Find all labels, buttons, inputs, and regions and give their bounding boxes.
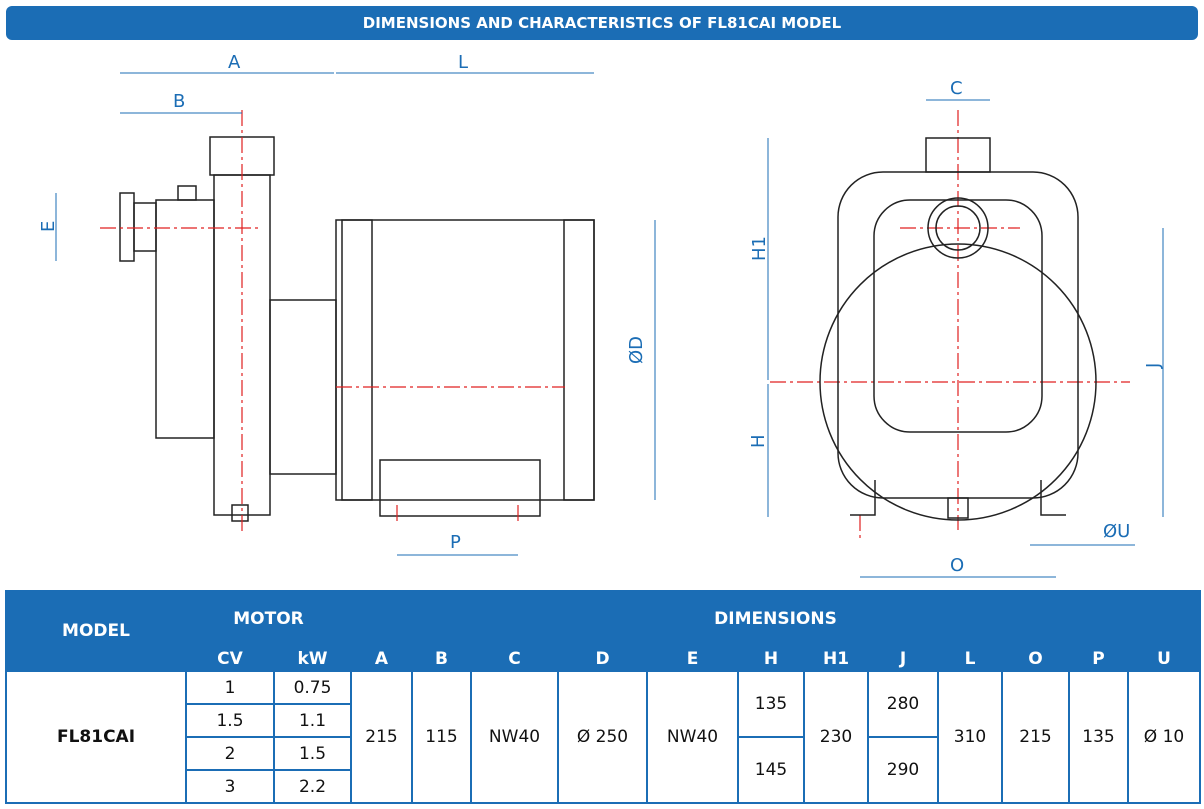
j-cell: 290 bbox=[867, 736, 940, 804]
label-l: L bbox=[458, 52, 468, 73]
header-motor: MOTOR bbox=[184, 590, 353, 648]
b-cell: 115 bbox=[411, 670, 473, 804]
col-j: J bbox=[867, 646, 940, 672]
col-h: H bbox=[737, 646, 806, 672]
dimension-lines bbox=[55, 72, 1164, 578]
table-row: 2 1.5 145 290 bbox=[6, 736, 1200, 804]
label-j: J bbox=[1143, 363, 1164, 369]
model-cell: FL81CAI bbox=[5, 670, 187, 804]
label-u: ØU bbox=[1103, 521, 1130, 542]
kw-cell: 0.75 bbox=[272, 670, 353, 705]
cv-cell: 3 bbox=[185, 769, 275, 804]
e-cell: NW40 bbox=[646, 670, 740, 804]
kw-cell: 2.2 bbox=[272, 769, 353, 804]
label-a: A bbox=[228, 52, 241, 73]
label-h: H bbox=[748, 434, 769, 448]
col-c: C bbox=[470, 646, 560, 672]
col-a: A bbox=[350, 646, 414, 672]
side-view bbox=[119, 136, 595, 522]
c-cell: NW40 bbox=[470, 670, 560, 804]
col-cv: CV bbox=[185, 646, 275, 672]
j-cell: 280 bbox=[867, 670, 940, 738]
dimensions-table: MODEL MOTOR DIMENSIONS CV kW A B C D E H… bbox=[5, 590, 1202, 804]
table-row: 3 2.2 bbox=[6, 769, 1200, 804]
kw-cell: 1.1 bbox=[272, 703, 353, 738]
label-e: E bbox=[38, 221, 59, 232]
o-cell: 215 bbox=[1001, 670, 1071, 804]
u-cell: Ø 10 bbox=[1127, 670, 1202, 804]
label-o: O bbox=[950, 555, 964, 576]
a-cell: 215 bbox=[350, 670, 414, 804]
d-cell: Ø 250 bbox=[557, 670, 649, 804]
l-cell: 310 bbox=[937, 670, 1004, 804]
centerlines bbox=[100, 110, 1130, 540]
cv-cell: 2 bbox=[185, 736, 275, 771]
col-l: L bbox=[937, 646, 1004, 672]
cv-cell: 1.5 bbox=[185, 703, 275, 738]
kw-cell: 1.5 bbox=[272, 736, 353, 771]
pump-drawing: A L B E ØD P C H1 H J O ØU bbox=[38, 52, 1164, 578]
header-dimensions: DIMENSIONS bbox=[350, 590, 1202, 648]
label-c: C bbox=[950, 78, 963, 99]
table-row: FL81CAI 1 0.75 215 115 NW40 Ø 250 NW40 1… bbox=[5, 670, 1202, 804]
cv-cell: 1 bbox=[185, 670, 275, 705]
col-d: D bbox=[557, 646, 649, 672]
h-cell: 145 bbox=[737, 736, 806, 804]
page-title: DIMENSIONS AND CHARACTERISTICS OF FL81CA… bbox=[6, 6, 1198, 40]
col-o: O bbox=[1001, 646, 1071, 672]
label-d: ØD bbox=[626, 336, 647, 364]
col-u: U bbox=[1127, 646, 1202, 672]
col-b: B bbox=[411, 646, 473, 672]
col-e: E bbox=[646, 646, 740, 672]
h-cell: 135 bbox=[737, 670, 806, 738]
col-h1: H1 bbox=[803, 646, 870, 672]
front-view bbox=[819, 137, 1097, 521]
label-b: B bbox=[173, 91, 185, 112]
table-row: 1.5 1.1 bbox=[6, 703, 1200, 738]
label-p: P bbox=[450, 532, 461, 553]
label-h1: H1 bbox=[749, 236, 770, 261]
h1-cell: 230 bbox=[803, 670, 870, 804]
header-model: MODEL bbox=[5, 590, 187, 672]
col-p: P bbox=[1068, 646, 1130, 672]
p-cell: 135 bbox=[1068, 670, 1130, 804]
col-kw: kW bbox=[272, 646, 353, 672]
